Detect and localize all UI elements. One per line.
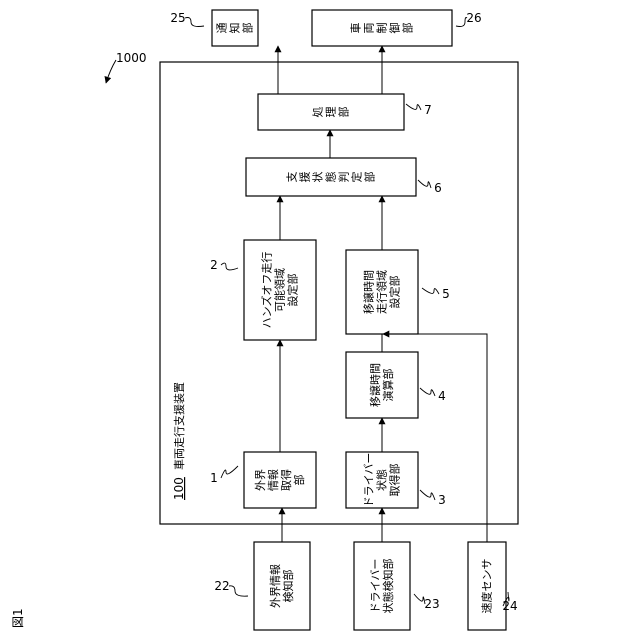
vehicle-control-label-line: 部 [401, 23, 415, 34]
driver-detect-ref-number: 23 [424, 597, 439, 611]
support-state-label-line: 状 [311, 172, 325, 183]
apparatus-label: 100 車両走行支援装置 [172, 382, 186, 500]
apparatus-title: 車両走行支援装置 [172, 382, 186, 470]
transfer-area-label-line: 移譲時間 [362, 270, 376, 314]
handsoff-area-block: ハンズオフ走行可能領域設定部 [244, 240, 316, 340]
driver-state-ref-number: 3 [438, 493, 446, 507]
support-state-label-line: 部 [363, 172, 377, 183]
external-info-label-line: 外界 [254, 469, 267, 491]
vehicle-control-label-line: 車 [349, 23, 363, 34]
notification-block: 通知部 [212, 10, 258, 46]
processing-block: 処理部 [258, 94, 404, 130]
driver-state-block: ドライバー状態取得部 [346, 452, 418, 508]
handsoff-area-ref-number: 2 [210, 258, 218, 272]
transfer-calc-label-line: 移譲時間 [368, 363, 382, 407]
processing-ref-number: 7 [424, 103, 432, 117]
transfer-area-label-line: 走行領域 [375, 270, 389, 314]
transfer-calc-ref-leader [420, 388, 435, 396]
handsoff-area-label-line: 可能領域 [273, 268, 287, 312]
driver-detect-label-line: 状態検知部 [381, 559, 395, 614]
transfer-calc-ref-number: 4 [438, 389, 446, 403]
vehicle-control-label-line: 制 [376, 23, 389, 34]
transfer-calc-label-line: 演算部 [381, 369, 395, 402]
support-state-label-line: 態 [324, 172, 338, 183]
external-detect-ref-number: 22 [214, 579, 229, 593]
notification-label-line: 部 [241, 23, 255, 34]
driver-state-label-line: ドライバー [363, 453, 376, 508]
support-state-label-line: 支 [286, 172, 299, 183]
notification-label-line: 知 [228, 23, 242, 34]
external-info-label-line: 取得 [280, 469, 293, 491]
transfer-area-ref-leader [422, 288, 439, 294]
external-detect-block: 外界情報検知部 [254, 542, 310, 630]
vehicle-control-ref-number: 26 [466, 11, 481, 25]
driver-state-ref-leader [420, 490, 435, 500]
speed-sensor-ref-number: 24 [502, 599, 517, 613]
support-state-label-line: 定 [350, 172, 364, 183]
driver-state-label-line: 取得部 [388, 464, 402, 497]
support-state-label-line: 援 [298, 172, 312, 183]
external-detect-label-line: 検知部 [281, 570, 295, 603]
external-detect-label-line: 外界情報 [269, 564, 282, 608]
notification-ref-leader [185, 18, 204, 27]
notification-ref-number: 25 [170, 11, 185, 25]
transfer-area-label-line: 設定部 [388, 276, 402, 309]
system-ref-arrow [106, 60, 116, 83]
external-info-ref-leader [221, 466, 238, 478]
support-state-ref-leader [418, 180, 431, 188]
handsoff-area-ref-leader [221, 263, 238, 270]
driver-detect-label-line: ドライバー [369, 559, 382, 614]
driver-state-label-line: 状態 [375, 469, 389, 491]
processing-label-line: 部 [337, 107, 351, 118]
external-detect-ref-leader [229, 586, 248, 596]
speed-sensor-label-line: 速度センサ [480, 559, 494, 614]
handsoff-area-label-line: 設定部 [286, 274, 300, 307]
apparatus-frame [160, 62, 518, 524]
external-info-label-line: 部 [292, 475, 306, 486]
vehicle-control-label-line: 御 [388, 23, 402, 34]
vehicle-control-label-line: 両 [363, 23, 376, 34]
support-state-label-line: 判 [338, 172, 351, 183]
processing-label-line: 処 [312, 107, 325, 118]
external-info-label-line: 情報 [267, 469, 280, 491]
vehicle-control-block: 車両制御部 [312, 10, 452, 46]
transfer-area-ref-number: 5 [442, 287, 450, 301]
external-info-ref-number: 1 [210, 471, 218, 485]
figure-label: 図1 [11, 608, 25, 628]
support-state-block: 支援状態判定部 [246, 158, 416, 196]
processing-label-line: 理 [325, 107, 338, 118]
vehicle-control-ref-leader [456, 18, 467, 27]
external-info-block: 外界情報取得部 [244, 452, 316, 508]
driver-detect-ref-leader [414, 594, 425, 604]
processing-ref-leader [406, 104, 421, 110]
speed-sensor-block: 速度センサ [468, 542, 506, 630]
notification-label-line: 通 [216, 23, 229, 34]
support-state-ref-number: 6 [434, 181, 442, 195]
apparatus-ref: 100 [172, 477, 186, 500]
driver-detect-block: ドライバー状態検知部 [354, 542, 410, 630]
transfer-calc-block: 移譲時間演算部 [346, 352, 418, 418]
transfer-area-block: 移譲時間走行領域設定部 [346, 250, 418, 334]
system-ref-label: 1000 [116, 51, 147, 65]
handsoff-area-label-line: ハンズオフ走行 [260, 252, 274, 329]
